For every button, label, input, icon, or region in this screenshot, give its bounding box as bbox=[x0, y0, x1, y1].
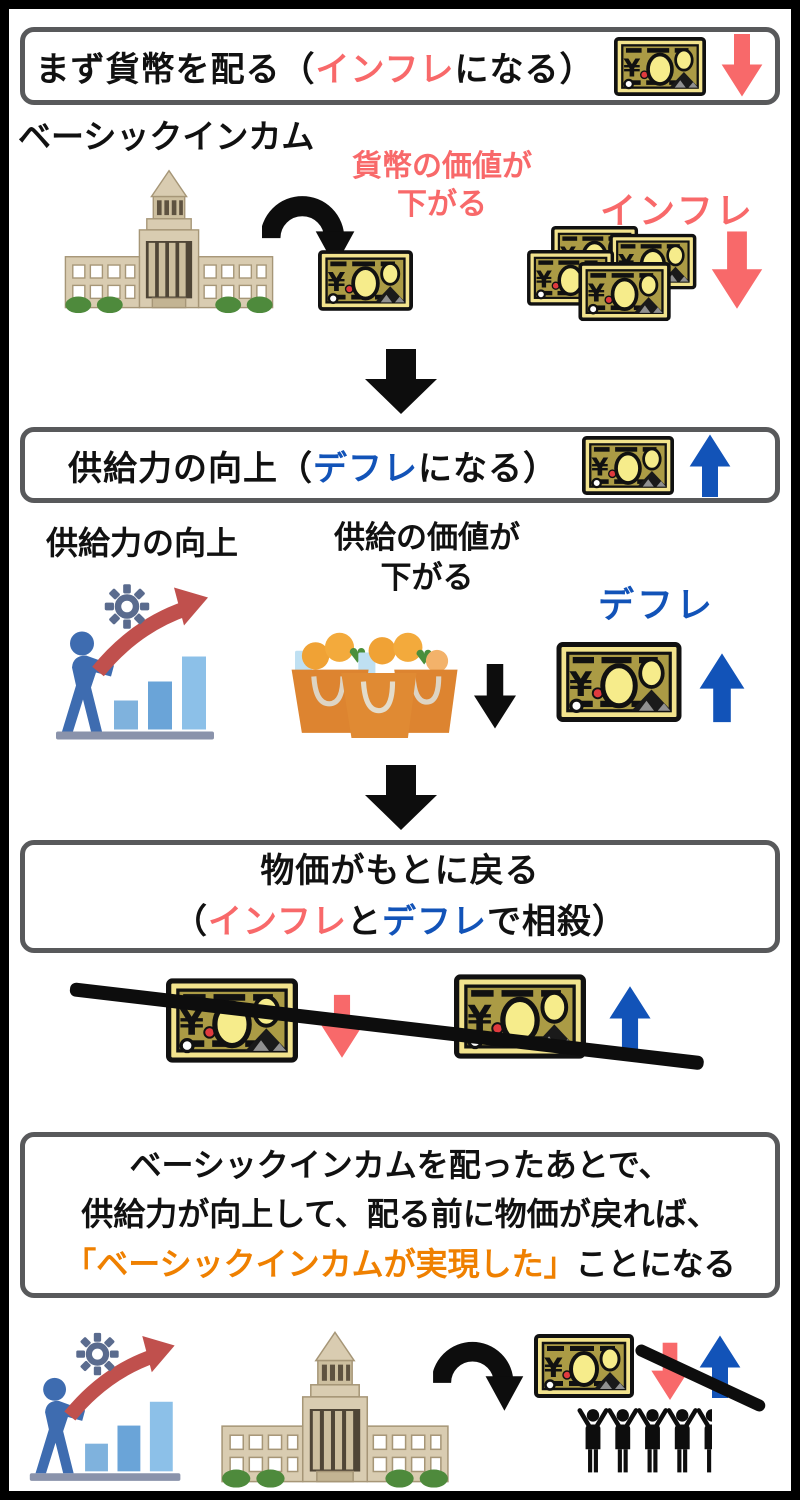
money-value-caption: 貨幣の価値が 下がる bbox=[322, 148, 562, 225]
yen-banknote-icon bbox=[582, 436, 674, 495]
blue-up-arrow-icon bbox=[698, 650, 746, 724]
step1-title-post: になる） bbox=[454, 50, 595, 89]
step3-line2-inflation: インフレ bbox=[208, 902, 347, 941]
step3-box: 物価がもとに戻る （インフレとデフレで相殺） bbox=[20, 840, 780, 953]
diet-building-icon bbox=[58, 166, 280, 316]
blue-up-arrow-icon bbox=[688, 433, 732, 497]
conclusion-line1: ベーシックインカムを配ったあとで、 bbox=[129, 1146, 671, 1183]
basic-income-label: ベーシックインカム bbox=[18, 118, 315, 155]
shopping-bags-icon bbox=[278, 608, 466, 738]
step3-line2-close: で相殺） bbox=[486, 902, 627, 941]
blue-up-arrow-icon bbox=[608, 984, 652, 1050]
cheering-crowd-icon bbox=[474, 1406, 712, 1476]
supply-value-caption-line1: 供給の価値が bbox=[334, 520, 520, 555]
step1-title: まず貨幣を配る（インフレになる） bbox=[36, 42, 595, 91]
step1-title-pre: まず貨幣を配る（ bbox=[35, 50, 316, 89]
black-down-arrow-icon bbox=[472, 664, 518, 730]
step3-title-line2: （インフレとデフレで相殺） bbox=[173, 897, 627, 948]
banknote-stack-icon bbox=[518, 226, 708, 322]
conclusion-line3: 「ベーシックインカムが実現した」ことになる bbox=[64, 1240, 735, 1290]
step3-line2-open: （ bbox=[173, 902, 208, 941]
black-down-arrow-icon bbox=[362, 765, 440, 831]
step3-title-line1: 物価がもとに戻る bbox=[260, 851, 540, 890]
money-value-caption-line1: 貨幣の価値が bbox=[352, 150, 532, 183]
yen-banknote-icon bbox=[534, 1334, 634, 1398]
step1-title-inflation: インフレ bbox=[315, 50, 455, 89]
step2-title-pre: 供給力の向上（ bbox=[68, 449, 313, 488]
conclusion-line2: 供給力が向上して、配る前に物価が戻れば、 bbox=[81, 1196, 719, 1233]
step2-box: 供給力の向上（デフレになる） bbox=[20, 427, 780, 503]
money-value-caption-line2: 下がる bbox=[397, 188, 487, 222]
black-down-arrow-icon bbox=[362, 349, 440, 415]
step3-line2-and: と bbox=[346, 902, 382, 941]
curved-handout-arrow-icon bbox=[430, 1332, 528, 1414]
red-down-arrow-icon bbox=[710, 230, 764, 312]
supply-capacity-label: 供給力の向上 bbox=[46, 525, 239, 561]
deflation-label: デフレ bbox=[598, 584, 716, 625]
step2-title-deflation: デフレ bbox=[313, 449, 418, 488]
conclusion-line3-highlight: 「ベーシックインカムが実現した」 bbox=[64, 1245, 576, 1282]
red-down-arrow-icon bbox=[720, 34, 764, 98]
productivity-growth-icon bbox=[26, 1326, 188, 1488]
supply-value-caption-line2: 下がる bbox=[380, 559, 474, 595]
inflation-label: インフレ bbox=[600, 190, 755, 231]
diet-building-icon bbox=[214, 1330, 456, 1488]
yen-banknote-icon bbox=[556, 642, 682, 722]
productivity-growth-icon bbox=[52, 578, 222, 746]
step1-box: まず貨幣を配る（インフレになる） bbox=[20, 27, 780, 105]
yen-banknote-icon bbox=[318, 250, 413, 311]
conclusion-line3-rest: ことになる bbox=[575, 1245, 736, 1282]
step3-line2-deflation: デフレ bbox=[381, 902, 487, 941]
conclusion-box: ベーシックインカムを配ったあとで、 供給力が向上して、配る前に物価が戻れば、 「… bbox=[20, 1132, 780, 1298]
supply-value-caption: 供給の価値が 下がる bbox=[298, 518, 556, 597]
step2-title: 供給力の向上（デフレになる） bbox=[68, 441, 558, 490]
step2-title-post: になる） bbox=[418, 449, 558, 488]
yen-banknote-icon bbox=[614, 37, 706, 96]
